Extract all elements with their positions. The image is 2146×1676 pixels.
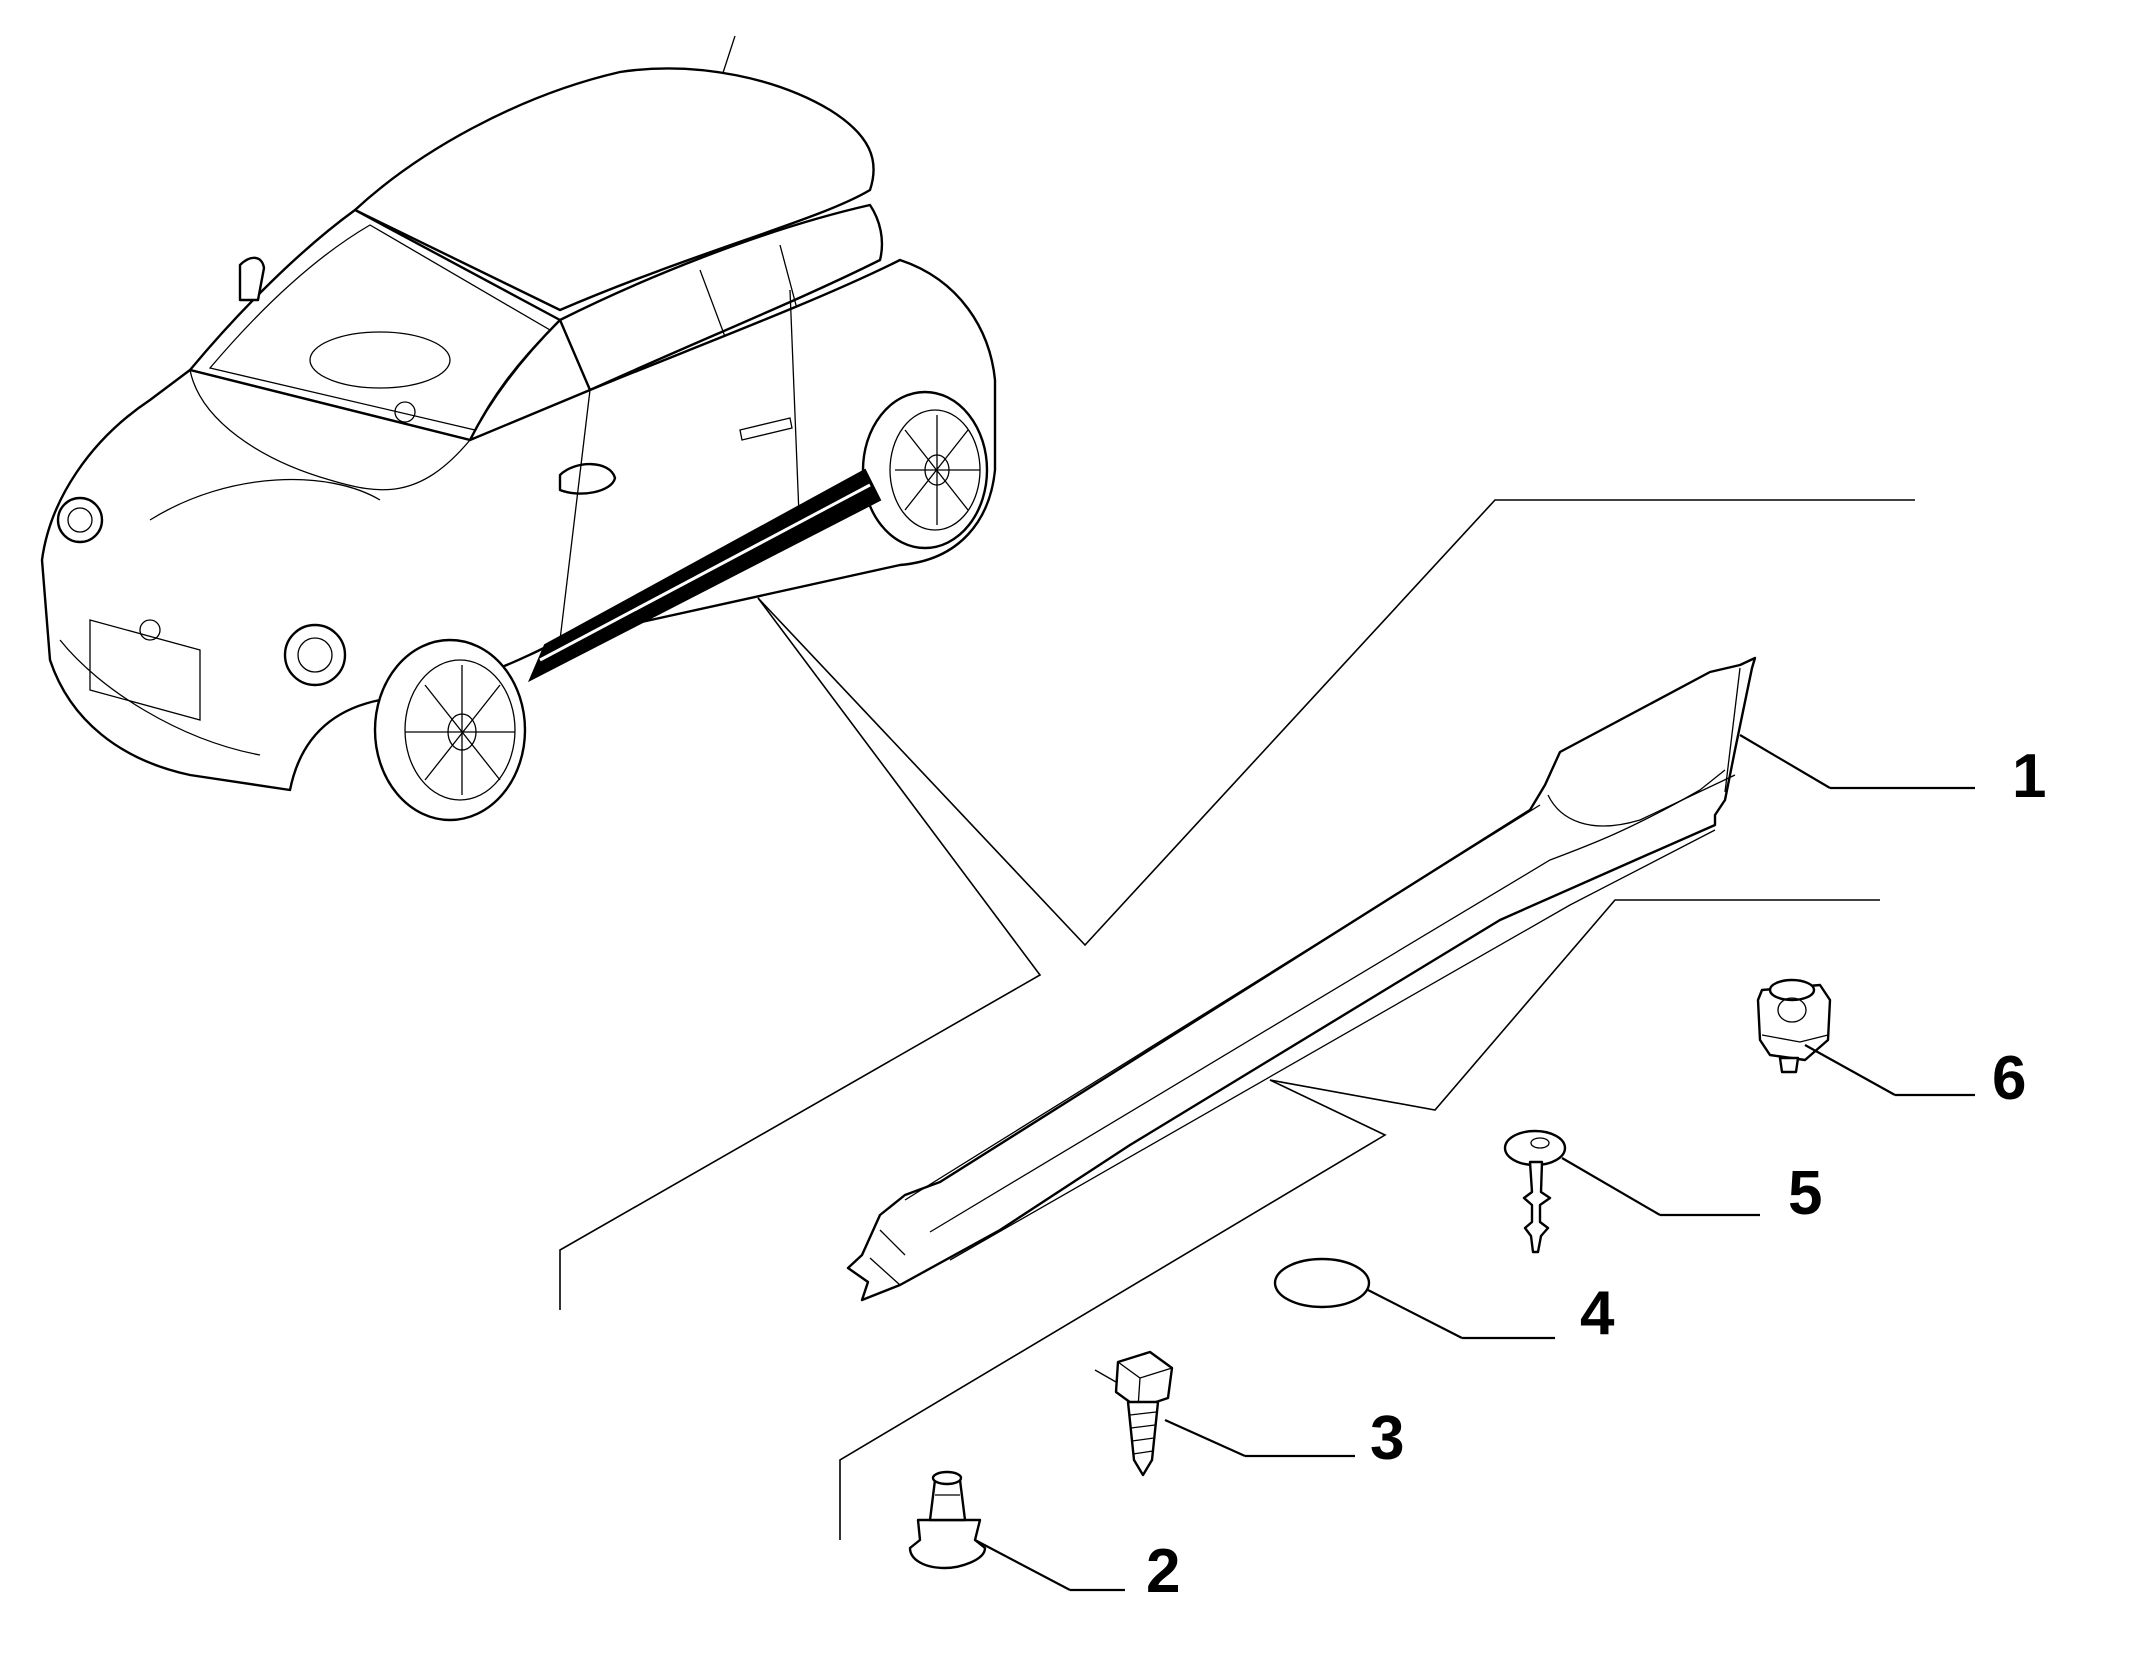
callout-number-5: 5 xyxy=(1788,1159,1822,1228)
exploded-view-guide-lines xyxy=(559,499,1915,1540)
rivet-part xyxy=(1503,1129,1760,1254)
callout-number-4: 4 xyxy=(1580,1279,1615,1348)
ring-part xyxy=(1273,1257,1555,1340)
leader-line-1 xyxy=(1739,734,1831,789)
callout-number-6: 6 xyxy=(1992,1044,2026,1113)
side-sill-part xyxy=(846,656,1757,1302)
callout-number-1: 1 xyxy=(2012,742,2046,811)
callout-number-3: 3 xyxy=(1370,1404,1404,1473)
callout-number-2: 2 xyxy=(1146,1537,1180,1606)
nut-clip-part xyxy=(1756,978,1975,1097)
push-clip-part xyxy=(908,1470,1125,1592)
car-drawing xyxy=(40,35,997,822)
screw-part xyxy=(1094,1350,1355,1477)
